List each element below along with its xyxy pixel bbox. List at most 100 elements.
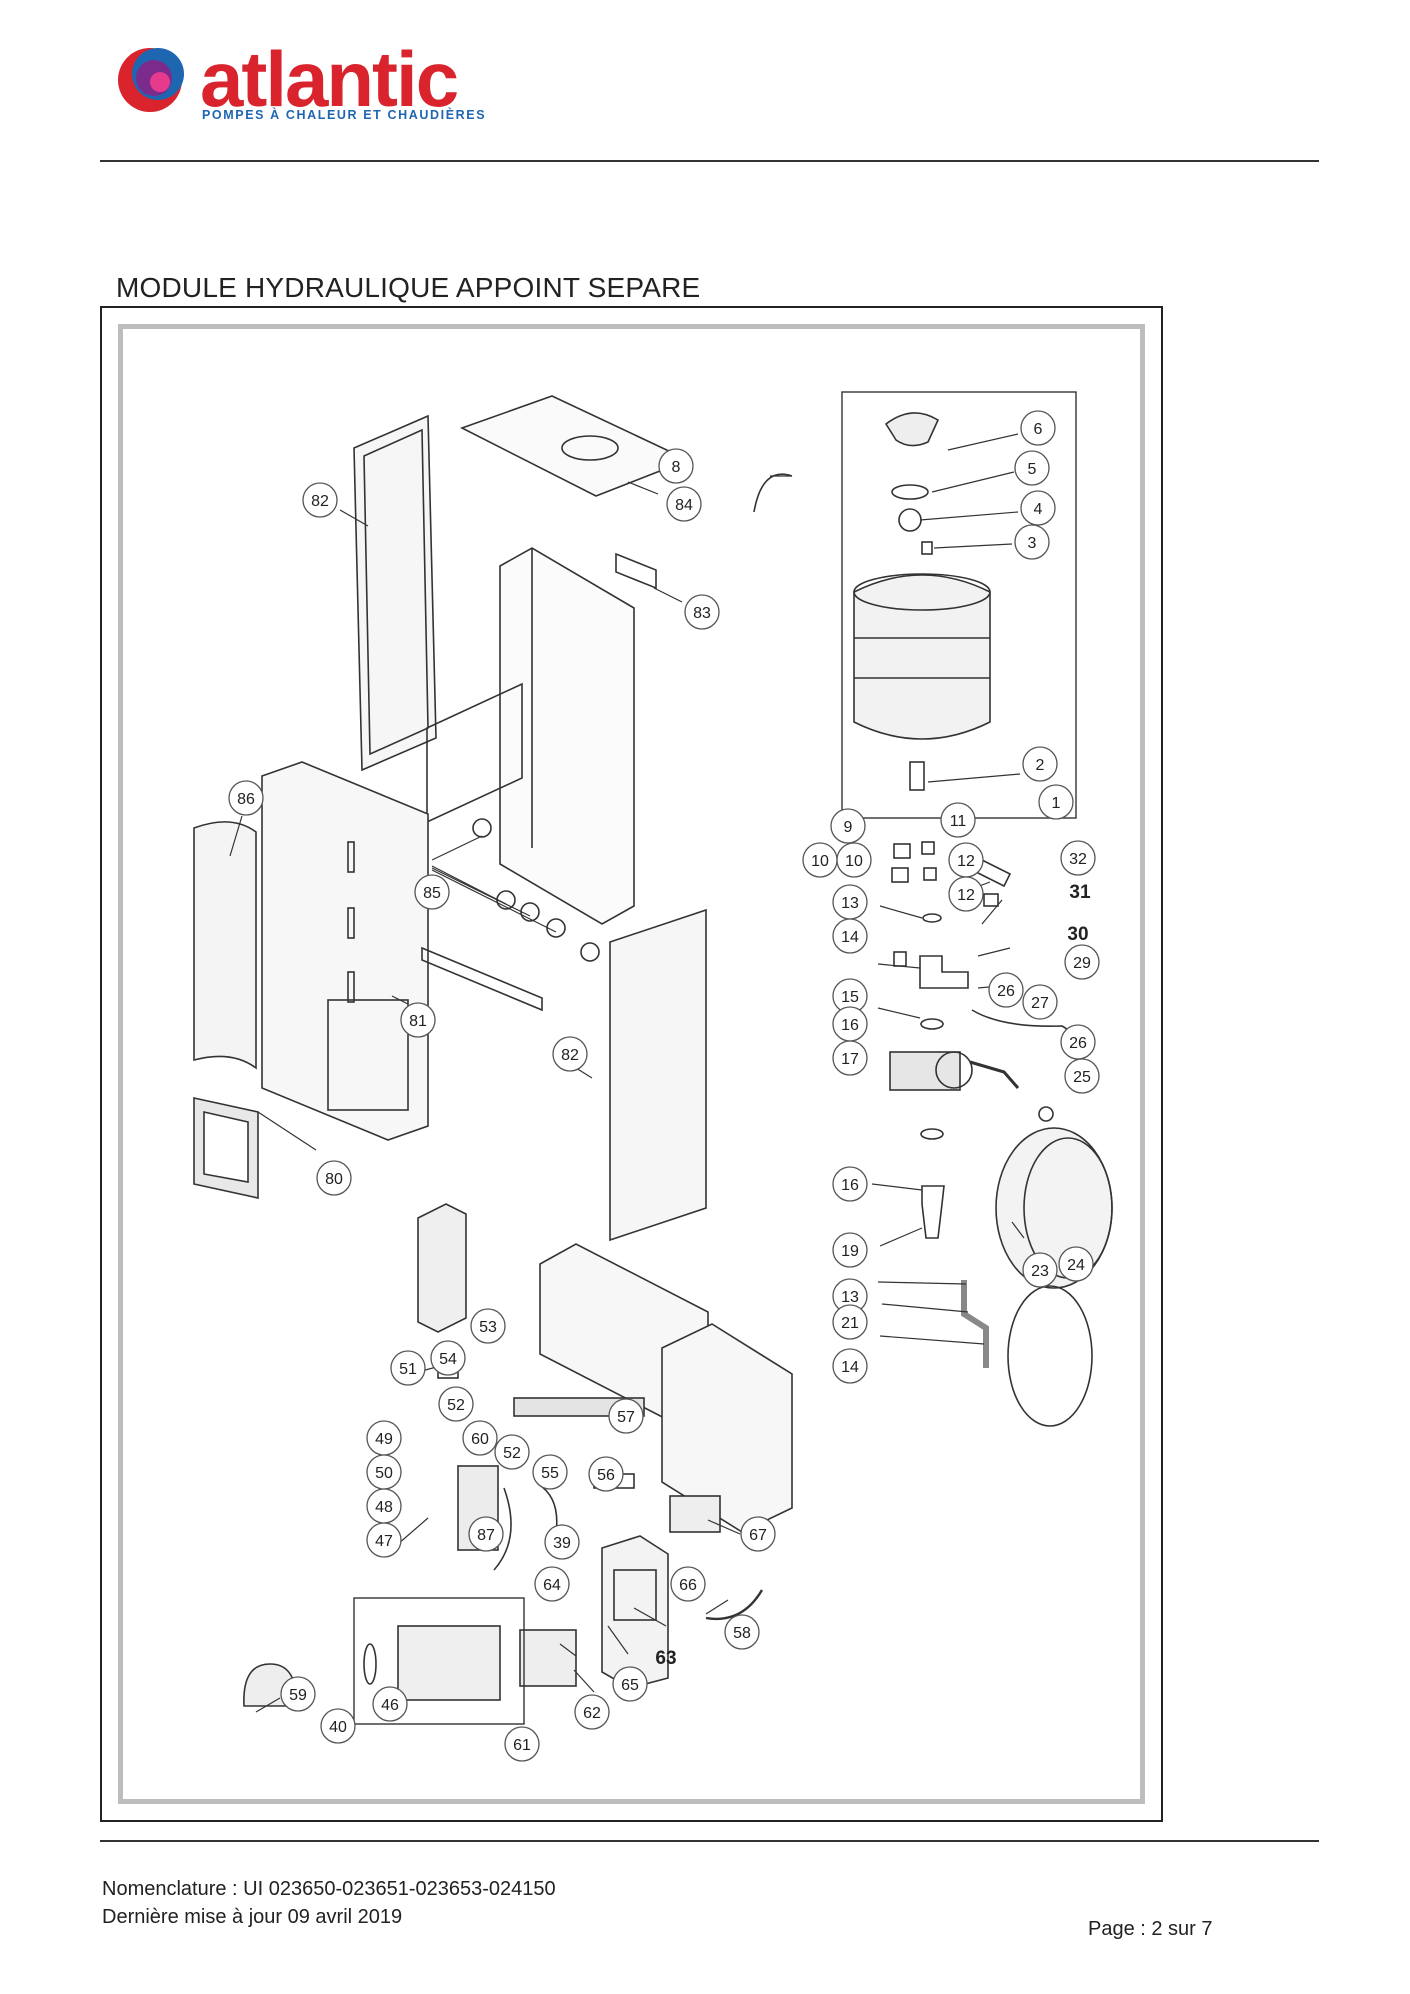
atlantic-logo: atlantic POMPES À CHALEUR ET CHAUDIÈRES: [112, 38, 492, 138]
callout-67: 67: [749, 1527, 767, 1544]
fitting: [923, 867, 937, 881]
clamp-ring-23: [1007, 1285, 1093, 1427]
seal-16b: [920, 1128, 944, 1140]
callout-83: 83: [693, 605, 711, 622]
callout-3: 3: [1028, 535, 1037, 552]
callout-84: 84: [675, 497, 693, 514]
callout-56: 56: [597, 1467, 615, 1484]
callout-12: 12: [957, 887, 975, 904]
circulator-pump: [889, 1051, 961, 1091]
flexible-hose-8: [753, 473, 793, 513]
callout-32: 32: [1069, 851, 1087, 868]
callout-24: 24: [1067, 1257, 1085, 1274]
callout-23: 23: [1031, 1263, 1049, 1280]
remote-62: [519, 1629, 577, 1687]
callout-circles: [228, 410, 1100, 1762]
label-63: 63: [655, 1648, 676, 1669]
callout-58: 58: [733, 1625, 751, 1642]
expansion-vessel-top: [853, 573, 991, 611]
callout-10: 10: [845, 853, 863, 870]
fitting: [921, 841, 935, 855]
callout-64: 64: [543, 1577, 561, 1594]
callout-86: 86: [237, 791, 255, 808]
grommet: [580, 942, 600, 962]
header-rule: [100, 160, 1319, 162]
callout-13: 13: [841, 1289, 859, 1306]
bracket-83: [615, 552, 657, 590]
page-title: MODULE HYDRAULIQUE APPOINT SEPARE: [116, 272, 701, 303]
fitting: [891, 867, 909, 883]
seal-16: [920, 1018, 944, 1030]
front-panel-slot: [347, 971, 355, 1003]
grommet: [472, 818, 492, 838]
front-panel-slot: [347, 907, 355, 939]
fitting-14: [893, 951, 907, 967]
callout-55: 55: [541, 1465, 559, 1482]
spare-kit-box: [353, 1597, 525, 1725]
callout-13: 13: [841, 895, 859, 912]
pipe-19: [921, 1185, 945, 1239]
callout-51: 51: [399, 1361, 417, 1378]
pipe-elbow-15: [919, 955, 969, 989]
label-30: 30: [1067, 924, 1088, 945]
lower-bezel-window: [203, 1110, 249, 1183]
callout-47: 47: [375, 1533, 393, 1550]
seal-25: [1038, 1106, 1054, 1122]
callout-21: 21: [841, 1315, 859, 1332]
control-box-door: [661, 1323, 793, 1533]
fitting: [893, 843, 911, 859]
display-67: [669, 1495, 721, 1533]
seal: [922, 913, 942, 923]
callout-52: 52: [447, 1397, 465, 1414]
callout-26: 26: [1069, 1035, 1087, 1052]
chassis-frame: [499, 547, 635, 925]
vessel-valve: [921, 541, 933, 555]
diagram-inner-border: [118, 324, 1145, 1804]
grommet: [496, 890, 516, 910]
callout-81: 81: [409, 1013, 427, 1030]
callout-87: 87: [477, 1527, 495, 1544]
pipe-21: [961, 1280, 989, 1368]
callout-61: 61: [513, 1737, 531, 1754]
part-drawings: [193, 391, 1113, 1725]
front-panel: [261, 761, 429, 1141]
footer-updated: Dernière mise à jour 09 avril 2019: [102, 1906, 403, 1928]
sensor-46: [363, 1643, 377, 1685]
right-side-panel: [609, 908, 707, 1242]
footer-nomenclature: Nomenclature : UI 023650-023651-023653-0…: [102, 1878, 556, 1900]
callout-29: 29: [1073, 955, 1091, 972]
fitting: [983, 893, 999, 907]
callout-19: 19: [841, 1243, 859, 1260]
callout-9: 9: [844, 819, 853, 836]
cable-87: [493, 1487, 512, 1571]
callout-1: 1: [1052, 795, 1061, 812]
callout-50: 50: [375, 1465, 393, 1482]
callout-53: 53: [479, 1319, 497, 1336]
exploded-parts-diagram: 82 8 84 83 6 5 4 3 2 1 9 10 10 11 12 12 …: [193, 391, 1113, 1762]
pipe-27: [969, 1060, 1020, 1089]
callout-labels: 82 8 84 83 6 5 4 3 2 1 9 10 10 11 12 12 …: [237, 421, 1091, 1754]
callout-54: 54: [439, 1351, 457, 1368]
pump-head: [935, 1051, 973, 1089]
callout-85: 85: [423, 885, 441, 902]
bold-labels: 31 30 63: [655, 882, 1091, 1669]
vessel-flange: [891, 484, 929, 500]
mounting-plate: [417, 1203, 467, 1333]
callout-4: 4: [1034, 501, 1043, 518]
insulation-strip: [421, 946, 543, 1012]
top-cover-hole: [561, 435, 619, 461]
callout-10: 10: [811, 853, 829, 870]
label-31: 31: [1069, 882, 1091, 903]
callout-62: 62: [583, 1705, 601, 1722]
grommet: [520, 902, 540, 922]
logo-swirl-icon: [118, 48, 184, 112]
left-side-panel: [353, 414, 437, 772]
callout-11: 11: [950, 813, 967, 830]
callout-57: 57: [617, 1409, 635, 1426]
callout-66: 66: [679, 1577, 697, 1594]
chassis-rail: [426, 682, 523, 824]
grommet: [546, 918, 566, 938]
callout-16: 16: [841, 1017, 859, 1034]
callout-14: 14: [841, 929, 859, 946]
callout-49: 49: [375, 1431, 393, 1448]
